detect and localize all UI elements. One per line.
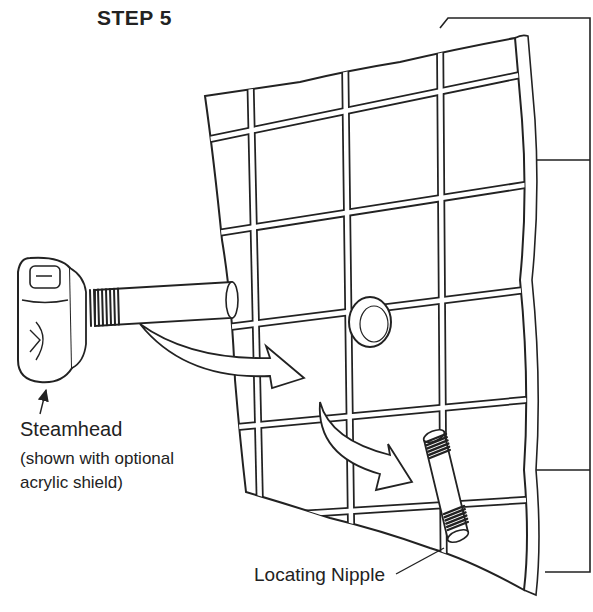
stroke	[94, 290, 95, 326]
stroke	[106, 289, 107, 325]
stroke	[102, 289, 103, 325]
motion-arrow	[140, 324, 304, 388]
stroke	[90, 290, 91, 326]
stroke	[98, 290, 99, 326]
stroke	[205, 400, 525, 430]
steamhead-pipe	[95, 282, 236, 326]
tile-grout	[205, 30, 525, 600]
part-label: Steamhead	[20, 418, 122, 441]
stroke	[205, 400, 525, 430]
note-label: (shown with optional acrylic shield)	[20, 447, 225, 495]
stroke	[205, 500, 525, 520]
motion-arrow	[320, 402, 412, 490]
part-label: Locating Nipple	[254, 564, 385, 586]
stroke	[205, 500, 525, 520]
stroke	[448, 522, 468, 530]
wall-hole	[349, 297, 391, 347]
stroke	[250, 60, 262, 600]
stroke	[250, 60, 262, 600]
stroke	[430, 450, 450, 458]
nipple-threads	[426, 434, 468, 530]
stroke	[110, 289, 111, 325]
pipe-threads	[90, 289, 119, 326]
steamhead	[18, 258, 72, 383]
leader-line	[396, 548, 444, 574]
locating-nipple	[424, 432, 468, 540]
step-title: STEP 5	[97, 6, 172, 30]
leader-line	[40, 390, 46, 414]
stroke	[114, 289, 115, 325]
stroke	[118, 289, 119, 325]
